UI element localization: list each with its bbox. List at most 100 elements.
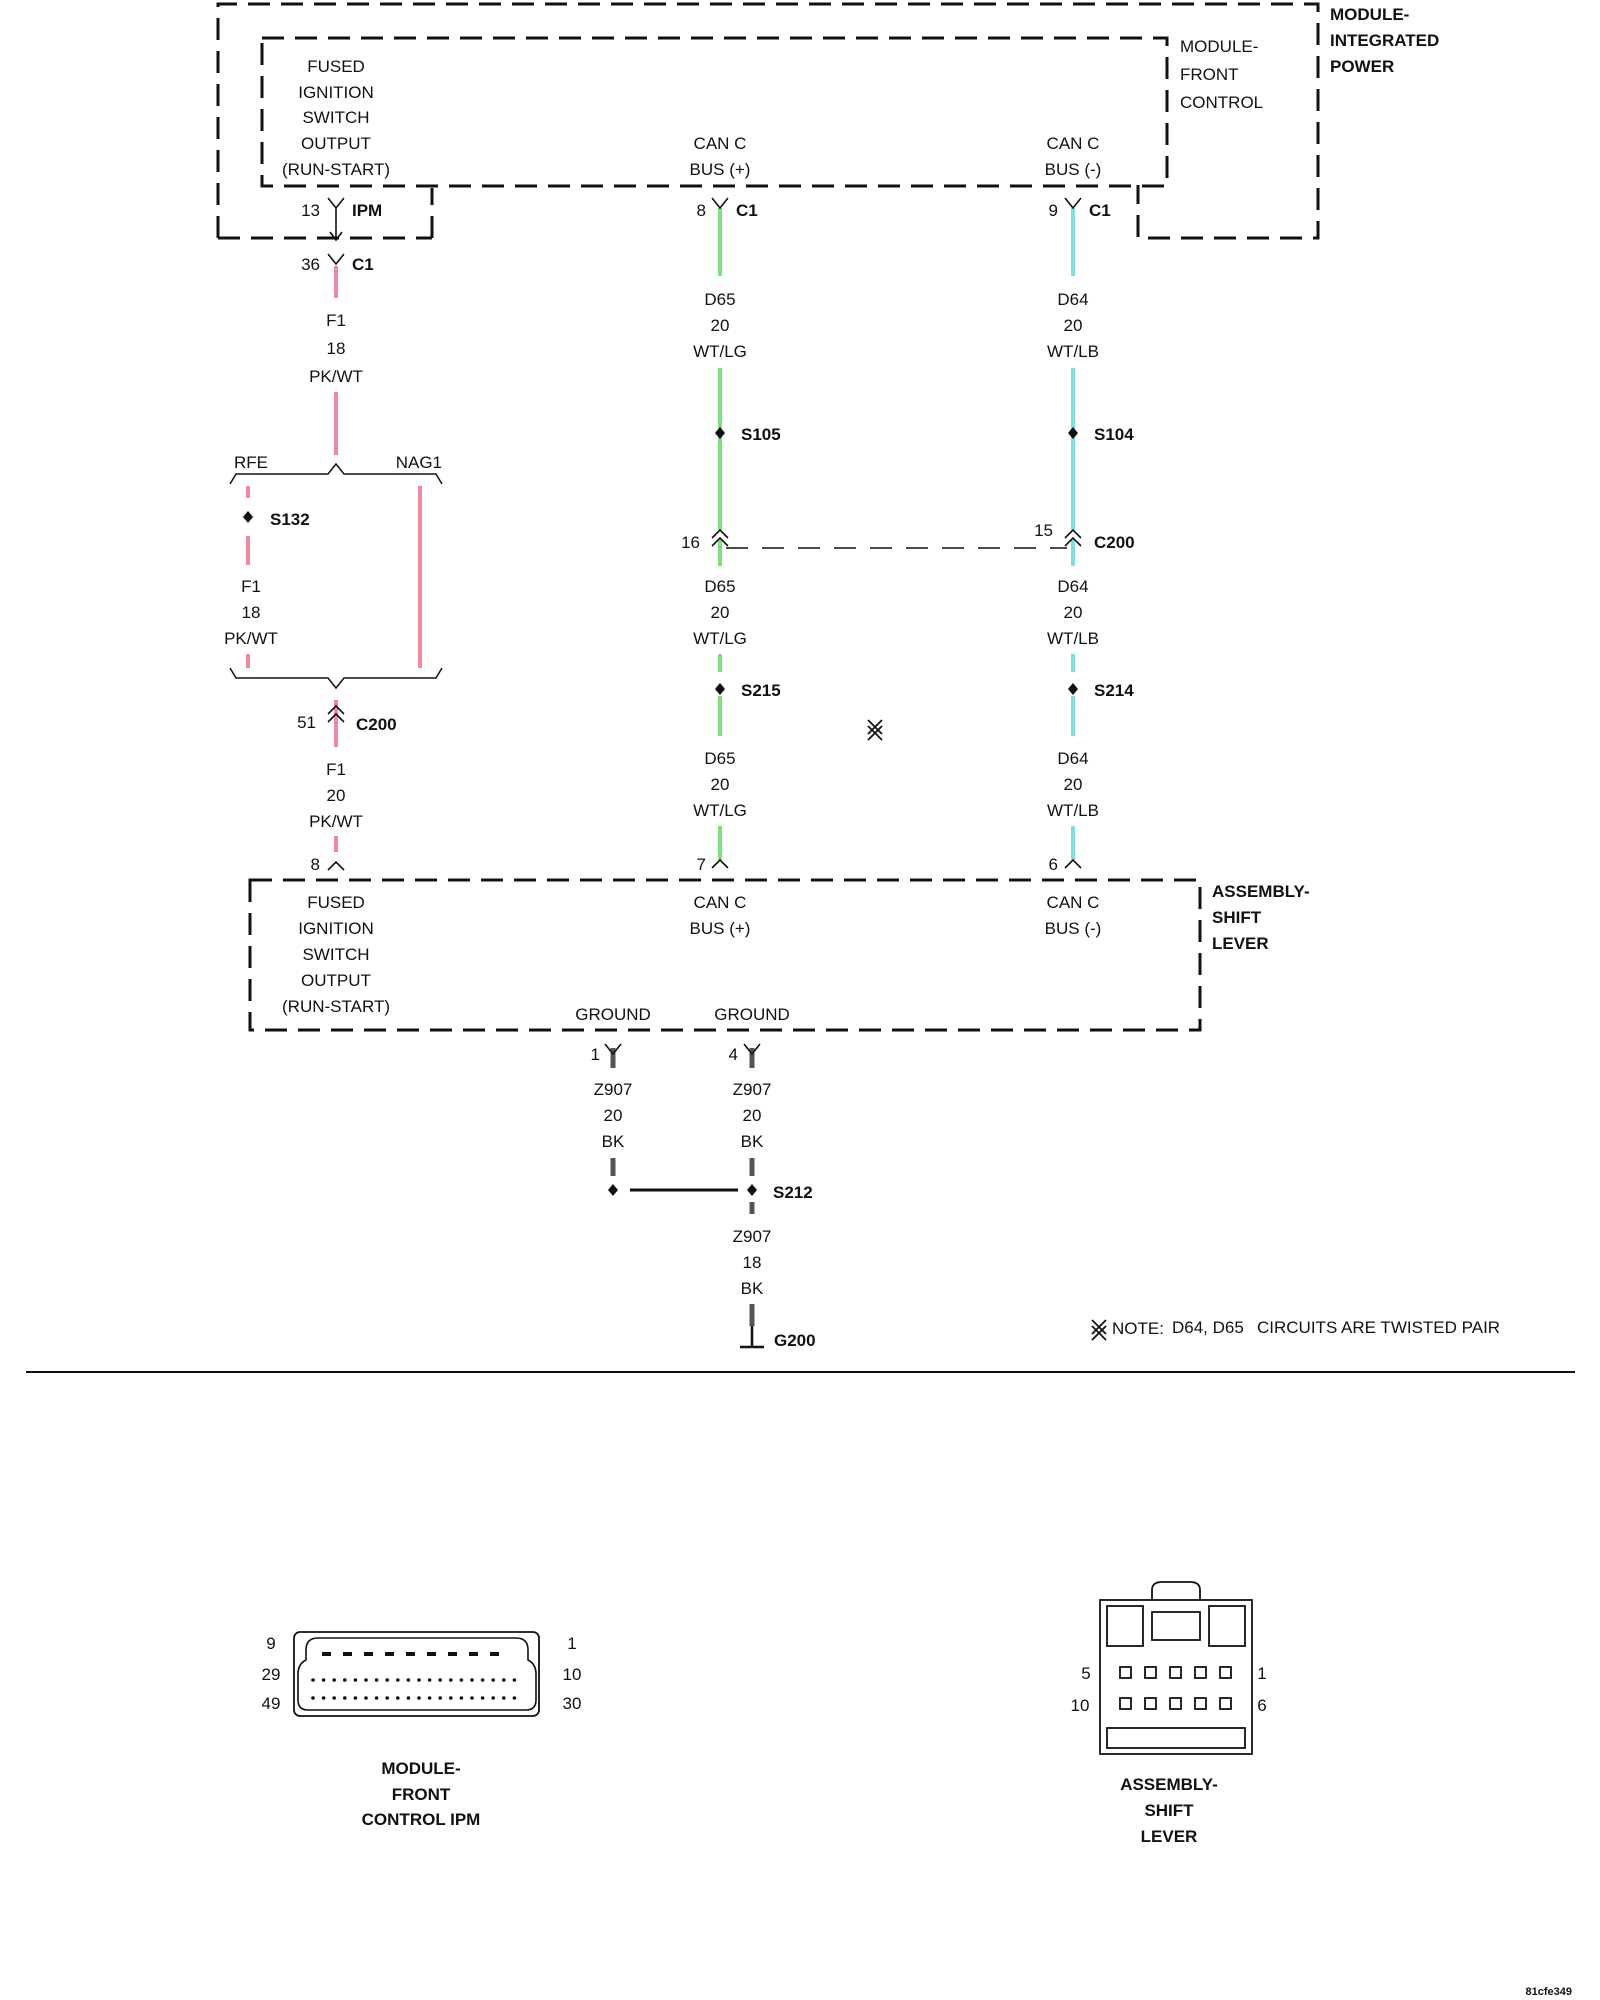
shifter-view-title-3: LEVER	[1141, 1827, 1198, 1846]
wlbl-d64b-3: WT/LB	[1047, 629, 1099, 648]
wlbl-f1c-1: F1	[326, 760, 346, 779]
wlbl-z907c-3: BK	[741, 1279, 764, 1298]
fcm-pin	[417, 1678, 421, 1682]
splices	[243, 427, 1078, 1196]
wlbl-d65a-3: WT/LG	[693, 342, 747, 361]
shifter-connector-view	[1099, 1581, 1253, 1755]
wlbl-z907c-2: 18	[743, 1253, 762, 1272]
fcm-pin	[406, 1652, 415, 1656]
fcm-ign-4: OUTPUT	[301, 134, 371, 153]
fcm-view-pin-29: 29	[262, 1665, 281, 1684]
splice-s132-dot	[243, 511, 253, 523]
shifter-pin	[1194, 1697, 1207, 1710]
shifter-view-pin-5: 5	[1081, 1664, 1090, 1683]
sh-canp-1: CAN C	[694, 893, 747, 912]
wlbl-d64a-1: D64	[1057, 290, 1088, 309]
fcm-pin	[469, 1652, 478, 1656]
ipm-title-3: POWER	[1330, 57, 1394, 76]
splice-s214-dot	[1068, 683, 1078, 695]
fcm-pin	[512, 1696, 517, 1700]
shifter-pin-canp: CAN C BUS (+)	[690, 893, 751, 938]
conn-c200-ign: C200	[356, 715, 397, 734]
fcm-pin	[343, 1696, 347, 1700]
fcm-pin	[491, 1696, 496, 1700]
fcm-view-pin-10: 10	[563, 1665, 582, 1684]
fcm-pin	[396, 1696, 400, 1700]
splice-s212-dot-left	[608, 1184, 618, 1196]
pin-gnd-4: 4	[729, 1045, 738, 1064]
fcm-pin	[364, 1696, 368, 1700]
fcm-pin	[438, 1678, 443, 1682]
wlbl-f1c-3: PK/WT	[309, 812, 363, 831]
fcm-pin	[427, 1652, 436, 1656]
pin-sh-8: 8	[311, 855, 320, 874]
fcm-view-pin-9: 9	[266, 1634, 275, 1653]
fcm-title-1: MODULE-	[1180, 37, 1258, 56]
shifter-pin-grid	[1119, 1666, 1232, 1710]
conn-sh-ign-symbol	[327, 860, 345, 871]
fcm-canm-2: BUS (-)	[1045, 160, 1102, 179]
conn-ipm: IPM	[352, 201, 382, 220]
shifter-pin	[1144, 1697, 1157, 1710]
shifter-title-1: ASSEMBLY-	[1212, 882, 1310, 901]
fcm-pin-ign: FUSED IGNITION SWITCH OUTPUT (RUN-START)	[282, 57, 390, 179]
splice-s132: S132	[270, 510, 310, 529]
wlbl-f1a-3: PK/WT	[309, 367, 363, 386]
wlbl-d64c-1: D64	[1057, 749, 1088, 768]
pin-sh-7: 7	[697, 855, 706, 874]
fcm-pin	[396, 1678, 400, 1682]
pin-gnd-1: 1	[591, 1045, 600, 1064]
shifter-pin-ign: FUSED IGNITION SWITCH OUTPUT (RUN-START)	[282, 893, 390, 1016]
figure-id: 81cfe349	[1526, 1986, 1573, 1998]
wlbl-d65a-1: D65	[704, 290, 735, 309]
fcm-pin-grid	[311, 1652, 517, 1700]
note-label: NOTE:	[1112, 1319, 1164, 1338]
wlbl-d65c-2: 20	[711, 775, 730, 794]
wlbl-d64c-2: 20	[1064, 775, 1083, 794]
wlbl-f1c-2: 20	[327, 786, 346, 805]
fcm-box	[260, 36, 1169, 188]
conn-c1-ign: C1	[352, 255, 374, 274]
fcm-pin-canm: CAN C BUS (-)	[1045, 134, 1102, 179]
conn-ipm-symbol	[327, 197, 345, 210]
fcm-pin	[427, 1696, 432, 1700]
shifter-view-title-1: ASSEMBLY-	[1120, 1775, 1218, 1794]
ipm-title-2: INTEGRATED	[1330, 31, 1439, 50]
splice-s215: S215	[741, 681, 781, 700]
shifter-title-3: LEVER	[1212, 934, 1269, 953]
fcm-ign-2: IGNITION	[298, 83, 374, 102]
wlbl-z907b-1: Z907	[733, 1080, 772, 1099]
shifter-view-pin-6: 6	[1257, 1696, 1266, 1715]
fcm-pin	[311, 1696, 315, 1700]
twisted-pair-icon	[867, 719, 883, 741]
branch-split-top	[229, 462, 443, 485]
ipm-box	[216, 2, 1320, 240]
fcm-view-title-1: MODULE-	[381, 1759, 460, 1778]
note-twisted-icon	[1091, 1319, 1107, 1341]
fcm-pin	[385, 1678, 390, 1682]
connector-symbols	[327, 197, 1082, 1056]
fcm-pin	[449, 1696, 453, 1700]
sh-ign-1: FUSED	[307, 893, 365, 912]
shifter-box	[248, 878, 1202, 1032]
fcm-pin	[449, 1678, 453, 1682]
shifter-pin	[1119, 1666, 1132, 1679]
sh-canm-2: BUS (-)	[1045, 919, 1102, 938]
ground-icon	[740, 1326, 764, 1349]
fcm-pin	[406, 1696, 411, 1700]
fcm-pin	[321, 1696, 326, 1700]
fcm-pin	[459, 1678, 464, 1682]
sh-ign-2: IGNITION	[298, 919, 374, 938]
conn-gnd2-symbol	[743, 1043, 761, 1056]
fcm-view-pin-1: 1	[567, 1634, 576, 1653]
shifter-pin-ground-1: GROUND	[575, 1005, 651, 1024]
fcm-canm-1: CAN C	[1047, 134, 1100, 153]
wlbl-f1b-2: 18	[242, 603, 261, 622]
sh-ign-4: OUTPUT	[301, 971, 371, 990]
fcm-pin	[385, 1696, 390, 1700]
wire-f1	[246, 266, 422, 852]
sh-canp-2: BUS (+)	[690, 919, 751, 938]
fcm-view-pin-49: 49	[262, 1694, 281, 1713]
splice-s104: S104	[1094, 425, 1134, 444]
